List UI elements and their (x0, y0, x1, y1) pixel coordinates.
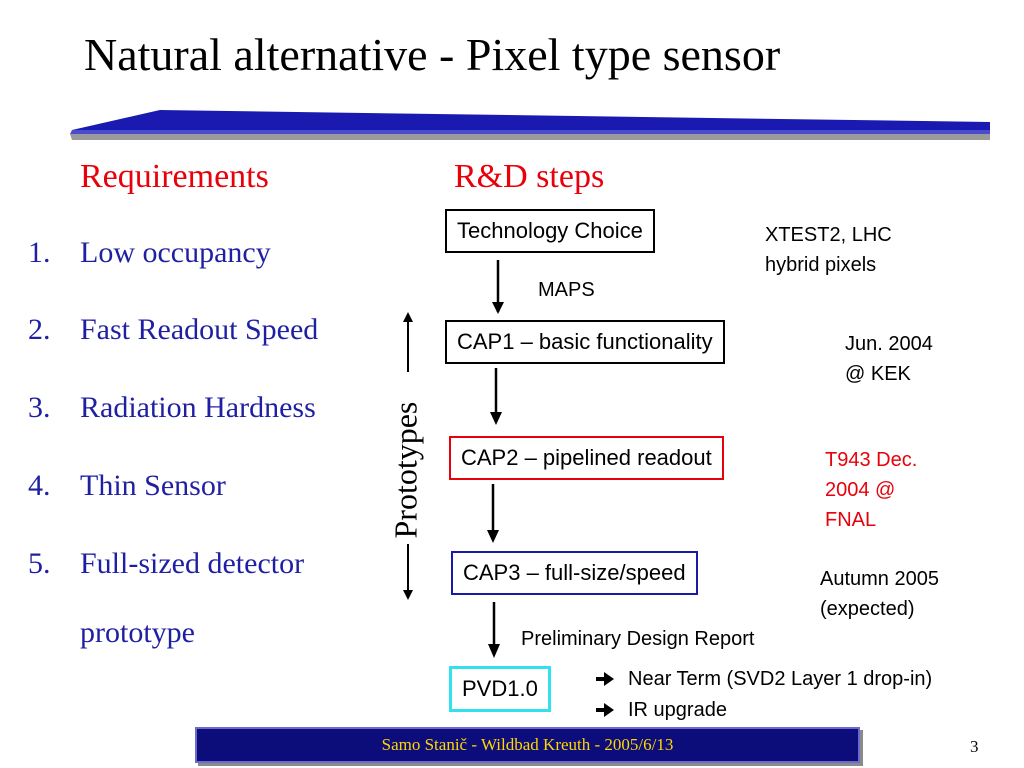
requirement-item: 2. Fast Readout Speed (28, 313, 318, 347)
note-line: 2004 @ (825, 479, 896, 501)
note-line: hybrid pixels (765, 254, 877, 276)
note-line: Near Term (SVD2 Layer 1 drop-in) (628, 668, 933, 690)
rd-steps-heading: R&D steps (454, 158, 605, 195)
note-line: @ KEK (845, 363, 911, 385)
list-number: 1. (28, 236, 51, 269)
note-line: FNAL (825, 509, 877, 531)
arrow-head (492, 302, 504, 314)
requirement-continuation: prototype (80, 616, 195, 649)
note-line: (expected) (820, 598, 915, 620)
requirement-text: Fast Readout Speed (80, 313, 319, 346)
requirement-item: 3. Radiation Hardness (28, 391, 316, 425)
note-cap1: Jun. 2004 @ KEK (845, 329, 933, 389)
slide-title: Natural alternative - Pixel type sensor (84, 29, 781, 80)
step-pvd: PVD1.0 (449, 666, 551, 712)
requirement-text: Thin Sensor (80, 469, 226, 502)
arrow-head (488, 644, 500, 658)
step-cap3: CAP3 – full-size/speed (451, 551, 698, 595)
step-technology-choice: Technology Choice (445, 209, 655, 253)
note-cap2: T943 Dec. 2004 @ FNAL (825, 445, 917, 535)
list-number: 2. (28, 313, 51, 346)
note-cap3: Autumn 2005 (expected) (820, 564, 939, 624)
page-number: 3 (970, 737, 979, 756)
arrow-head (487, 530, 499, 543)
note-line: Autumn 2005 (820, 568, 939, 590)
requirement-text: Full-sized detector (80, 547, 305, 580)
footer-text: Samo Stanič - Wildbad Kreuth - 2005/6/13 (381, 735, 674, 754)
list-number: 3. (28, 391, 51, 424)
step-cap1: CAP1 – basic functionality (445, 320, 725, 364)
note-pvd: Near Term (SVD2 Layer 1 drop-in) IR upgr… (628, 664, 932, 726)
note-line: XTEST2, LHC (765, 224, 892, 246)
requirements-heading: Requirements (80, 158, 269, 195)
list-number: 4. (28, 469, 51, 502)
requirement-item: 5. Full-sized detector (28, 547, 304, 581)
note-line: IR upgrade (628, 699, 727, 721)
note-line: T943 Dec. (825, 449, 918, 471)
arrow-head (490, 412, 502, 425)
note-technology: XTEST2, LHC hybrid pixels (765, 220, 892, 280)
right-arrow-icon (596, 672, 614, 686)
right-arrow-icon (596, 703, 614, 717)
footer-banner: Samo Stanič - Wildbad Kreuth - 2005/6/13 (195, 727, 860, 763)
step-cap2: CAP2 – pipelined readout (449, 436, 724, 480)
preliminary-design-label: Preliminary Design Report (521, 628, 755, 650)
maps-label: MAPS (538, 279, 595, 301)
requirement-item: 1. Low occupancy (28, 236, 271, 270)
requirement-item: 4. Thin Sensor (28, 469, 226, 503)
title-underline-bar (70, 110, 990, 140)
note-line: Jun. 2004 (845, 333, 933, 355)
list-number: 5. (28, 547, 51, 580)
requirement-text: Low occupancy (80, 236, 271, 269)
prototypes-label: Prototypes (387, 401, 424, 539)
requirement-text: Radiation Hardness (80, 391, 316, 424)
